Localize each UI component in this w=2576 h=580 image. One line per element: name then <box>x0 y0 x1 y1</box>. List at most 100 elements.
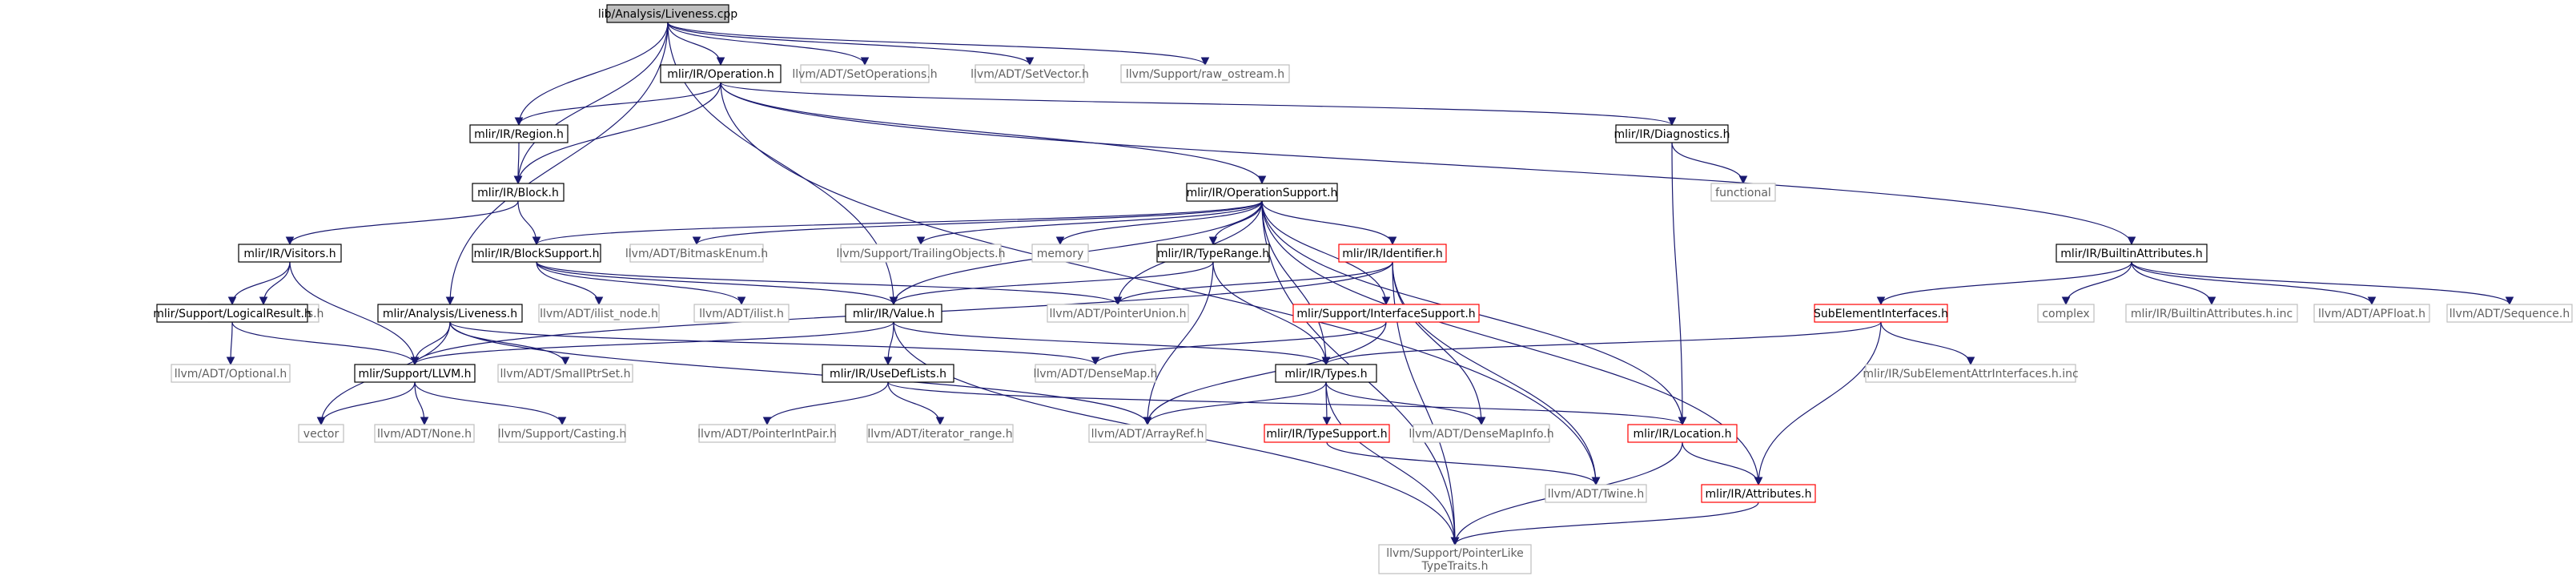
node-densemap-h[interactable]: llvm/ADT/DenseMap.h <box>1033 364 1158 383</box>
node-label: mlir/IR/BlockSupport.h <box>474 248 600 260</box>
node-raw-ostream-h[interactable]: llvm/Support/raw_ostream.h <box>1120 64 1290 83</box>
node-label: mlir/IR/TypeSupport.h <box>1266 428 1387 441</box>
node-typerange-h[interactable]: mlir/IR/TypeRange.h <box>1156 244 1270 263</box>
node-bitmaskenum-h[interactable]: llvm/ADT/BitmaskEnum.h <box>625 244 768 263</box>
node-box <box>1275 364 1377 383</box>
node-subelementattrinterfaces-h-inc[interactable]: mlir/IR/SubElementAttrInterfaces.h.inc <box>1863 364 2079 383</box>
node-region-h[interactable]: mlir/IR/Region.h <box>469 124 569 143</box>
node-none-h[interactable]: llvm/ADT/None.h <box>374 424 475 443</box>
node-label: llvm/Support/raw_ostream.h <box>1126 68 1284 81</box>
file-nodes: lib/Analysis/Liveness.cpp mlir/IR/Operati… <box>153 4 2573 574</box>
edge-liveness_cpp-to-operation_h <box>667 22 725 66</box>
node-box <box>2125 304 2298 323</box>
node-box <box>1156 244 1270 263</box>
node-types-h[interactable]: mlir/IR/Types.h <box>1275 364 1377 383</box>
node-blocksupport-h[interactable]: mlir/IR/BlockSupport.h <box>472 244 601 263</box>
node-location-h[interactable]: mlir/IR/Location.h <box>1627 424 1738 443</box>
node-optional-h[interactable]: llvm/ADT/Optional.h <box>171 364 291 383</box>
edge-liveness_cpp-to-region_h <box>514 22 669 127</box>
node-box <box>1088 424 1207 443</box>
node-complex[interactable]: complex <box>2037 304 2095 323</box>
edge-visitors_h-to-logicalresult_h <box>227 261 291 306</box>
node-label: llvm/ADT/PointerUnion.h <box>1050 308 1187 320</box>
node-box <box>1264 424 1390 443</box>
node-box <box>1701 484 1816 503</box>
edge-operationsupport_h-to-memory <box>1055 200 1263 246</box>
node-usedeflists-h[interactable]: mlir/IR/UseDefLists.h <box>822 364 954 383</box>
edge-types_h-to-pointerliketypetraits_h <box>1325 381 1460 546</box>
node-interfacesupport-h[interactable]: mlir/Support/InterfaceSupport.h <box>1292 304 1480 323</box>
node-builtinattributes-h-inc[interactable]: mlir/IR/BuiltinAttributes.h.inc <box>2125 304 2298 323</box>
node-box <box>538 304 660 323</box>
node-densemapinfo-h[interactable]: llvm/ADT/DenseMapInfo.h <box>1409 424 1554 443</box>
node-sequence-h[interactable]: llvm/ADT/Sequence.h <box>2446 304 2573 323</box>
node-pointerunion-h[interactable]: llvm/ADT/PointerUnion.h <box>1047 304 1189 323</box>
edge-block_h-to-blocksupport_h <box>517 200 541 246</box>
node-identifier-h[interactable]: mlir/IR/Identifier.h <box>1338 244 1447 263</box>
edge-builtinattributes_h-to-apfloat_h <box>2131 261 2377 306</box>
node-box <box>1865 364 2076 383</box>
edge-operation_h-to-block_h <box>513 82 721 185</box>
node-apfloat-h[interactable]: llvm/ADT/APFloat.h <box>2313 304 2430 323</box>
node-trailingobjects-h[interactable]: llvm/Support/TrailingObjects.h <box>837 244 1006 263</box>
node-setvector-h[interactable]: llvm/ADT/SetVector.h <box>971 64 1089 83</box>
node-label: llvm/ADT/ilist.h <box>699 308 784 320</box>
node-arrayref-h[interactable]: llvm/ADT/ArrayRef.h <box>1088 424 1207 443</box>
edge-builtinattributes_h-to-complex <box>2061 261 2132 306</box>
node-attributes-h[interactable]: mlir/IR/Attributes.h <box>1701 484 1816 503</box>
node-label: llvm/ADT/Optional.h <box>175 368 287 381</box>
node-visitors-h[interactable]: mlir/IR/Visitors.h <box>238 244 342 263</box>
node-operationsupport-h[interactable]: mlir/IR/OperationSupport.h <box>1186 183 1338 202</box>
node-box <box>1710 183 1776 202</box>
edge-operation_h-to-builtinattributes_h <box>720 82 2136 246</box>
node-label: llvm/ADT/SetVector.h <box>971 68 1089 81</box>
node-vector[interactable]: vector <box>298 424 344 443</box>
node-typesupport-h[interactable]: mlir/IR/TypeSupport.h <box>1264 424 1390 443</box>
node-label: llvm/ADT/PointerIntPair.h <box>697 428 837 441</box>
node-box <box>693 304 790 323</box>
node-label: mlir/IR/BuiltinAttributes.h <box>2060 248 2202 260</box>
node-label: llvm/ADT/SmallPtrSet.h <box>500 368 631 381</box>
node-analysis-liveness-h[interactable]: mlir/Analysis/Liveness.h <box>377 304 523 323</box>
node-box <box>1047 304 1189 323</box>
node-label: llvm/ADT/DenseMap.h <box>1033 368 1157 381</box>
node-label: functional <box>1715 187 1771 199</box>
node-builtinattributes-h[interactable]: mlir/IR/BuiltinAttributes.h <box>2056 244 2208 263</box>
edge-operationsupport_h-to-bitmaskenum_h <box>692 200 1263 246</box>
node-casting-h[interactable]: llvm/Support/Casting.h <box>498 424 627 443</box>
node-ilist-h[interactable]: llvm/ADT/ilist.h <box>693 304 790 323</box>
node-block-h[interactable]: mlir/IR/Block.h <box>472 183 565 202</box>
node-label: mlir/IR/Value.h <box>853 308 934 320</box>
dependency-edges <box>226 22 2514 546</box>
node-box <box>1814 304 1948 323</box>
node-liveness-cpp[interactable]: lib/Analysis/Liveness.cpp <box>598 4 737 23</box>
node-diagnostics-h[interactable]: mlir/IR/Diagnostics.h <box>1614 124 1730 143</box>
node-ilist-node-h[interactable]: llvm/ADT/ilist_node.h <box>538 304 660 323</box>
node-subelementinterfaces-h[interactable]: SubElementInterfaces.h <box>1814 304 1948 323</box>
node-memory[interactable]: memory <box>1031 244 1089 263</box>
edge-logicalresult_h-to-llvm_h <box>231 321 420 366</box>
node-functional[interactable]: functional <box>1710 183 1776 202</box>
node-pointerintpair-h[interactable]: llvm/ADT/PointerIntPair.h <box>697 424 837 443</box>
node-operation-h[interactable]: mlir/IR/Operation.h <box>660 64 782 83</box>
node-iterator-range-h[interactable]: llvm/ADT/iterator_range.h <box>866 424 1014 443</box>
edge-value_h-to-usedeflists_h <box>883 321 894 366</box>
edge-region_h-to-block_h <box>513 142 523 185</box>
node-box <box>1615 124 1729 143</box>
edge-analysis_liveness_h-to-densemap_h <box>449 321 1100 366</box>
edge-builtinattributes_h-to-subelementinterfaces_h <box>1876 261 2132 306</box>
node-smallptrset-h[interactable]: llvm/ADT/SmallPtrSet.h <box>497 364 633 383</box>
node-box <box>822 364 954 383</box>
node-llvm-h[interactable]: mlir/Support/LLVM.h <box>354 364 476 383</box>
node-box <box>1186 183 1338 202</box>
node-box <box>1545 484 1647 503</box>
node-label: mlir/IR/Block.h <box>477 187 559 199</box>
node-setoperations-h[interactable]: llvm/ADT/SetOperations.h <box>792 64 938 83</box>
node-logicalresult-h[interactable]: mlir/Support/LogicalResult.h <box>153 304 311 323</box>
node-box <box>1338 244 1447 263</box>
node-label: llvm/ADT/Twine.h <box>1548 488 1644 501</box>
node-box <box>298 424 344 443</box>
node-value-h[interactable]: mlir/IR/Value.h <box>845 304 942 323</box>
node-twine-h[interactable]: llvm/ADT/Twine.h <box>1545 484 1647 503</box>
